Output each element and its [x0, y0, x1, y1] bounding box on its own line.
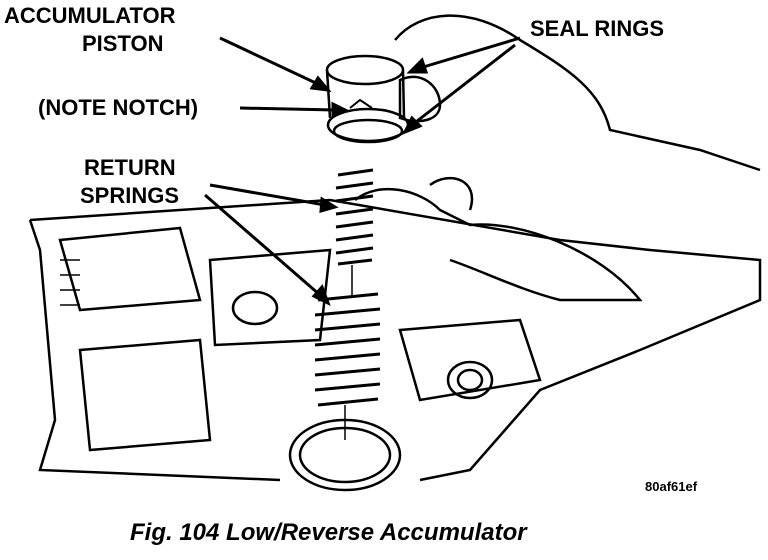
- return-springs-label-line2: SPRINGS: [80, 183, 180, 208]
- accumulator-piston: [325, 54, 410, 144]
- valve-body: [28, 198, 762, 492]
- accumulator-piston-label-line1: ACCUMULATOR: [4, 3, 176, 28]
- note-notch-label: (NOTE NOTCH): [38, 95, 199, 120]
- upper-return-spring: [335, 168, 374, 298]
- return-springs-label-line1: RETURN: [84, 155, 176, 180]
- hand: [354, 14, 761, 302]
- lower-return-spring: [314, 292, 381, 440]
- accumulator-piston-label-line2: PISTON: [82, 31, 164, 56]
- image-code: 80af61ef: [645, 479, 698, 494]
- seal-rings-label: SEAL RINGS: [530, 16, 665, 41]
- leader-lines: [204, 36, 521, 307]
- figure-caption: Fig. 104 Low/Reverse Accumulator: [130, 519, 527, 546]
